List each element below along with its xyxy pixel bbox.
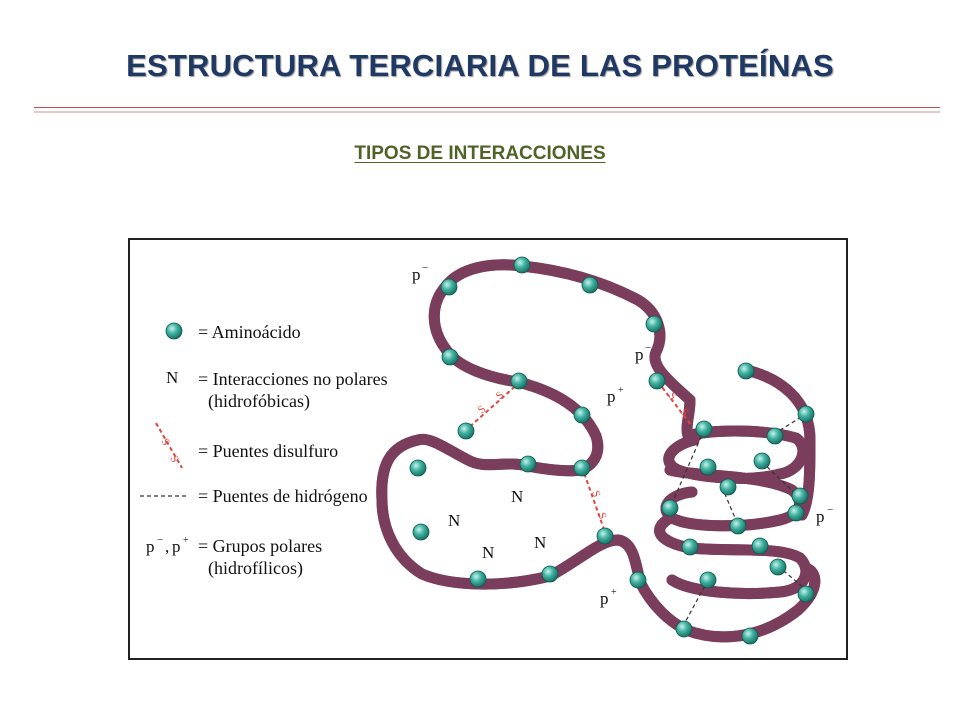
n-label: N xyxy=(511,487,523,506)
disulfide-bridge xyxy=(581,466,607,536)
n-label: N xyxy=(534,533,546,552)
n-label: N xyxy=(448,511,460,530)
s-label: S xyxy=(476,403,489,416)
amino-acid xyxy=(510,372,528,390)
s-label: S xyxy=(589,489,602,499)
slide-title: ESTRUCTURA TERCIARIA DE LAS PROTEÍNAS xyxy=(126,48,834,83)
subtitle: TIPOS DE INTERACCIONES xyxy=(354,143,606,164)
amino-acid xyxy=(675,620,693,638)
amino-acid xyxy=(513,256,531,274)
svg-text:p: p xyxy=(172,537,181,556)
amino-acid xyxy=(753,452,771,470)
legend-aminoacid-label: = Aminoácido xyxy=(198,322,301,342)
amino-acid xyxy=(648,372,666,390)
legend-polar-label-1: = Grupos polares xyxy=(198,536,322,556)
legend: = Aminoácido N = Interacciones no polare… xyxy=(140,322,388,579)
amino-acid xyxy=(469,570,487,588)
amino-acid xyxy=(787,504,805,522)
amino-acid xyxy=(596,527,614,545)
svg-text:−: − xyxy=(827,504,833,516)
amino-acids xyxy=(409,256,815,645)
legend-s-1: S xyxy=(158,437,171,448)
amino-acid xyxy=(737,362,755,380)
legend-s-2: S xyxy=(167,454,180,465)
legend-disulfide-icon: S S xyxy=(155,422,183,469)
n-label: N xyxy=(482,543,494,562)
amino-acid xyxy=(409,459,427,477)
title-divider xyxy=(34,107,940,108)
svg-text:+: + xyxy=(618,385,624,396)
amino-acid xyxy=(441,348,459,366)
hydrogen-bridge xyxy=(669,429,705,509)
amino-acid xyxy=(457,422,475,440)
amino-acid xyxy=(766,427,784,445)
polar-labels: p − p − p + p − p + xyxy=(412,262,833,608)
amino-acid xyxy=(412,523,430,541)
amino-acid xyxy=(645,315,663,333)
s-label: S xyxy=(595,511,608,521)
svg-text:p: p xyxy=(412,265,421,284)
nonpolar-labels: N N N N xyxy=(448,487,546,562)
hydrogen-bridge xyxy=(777,565,805,589)
polypeptide-chain xyxy=(382,265,815,637)
amino-acid xyxy=(729,517,747,535)
svg-text:p: p xyxy=(600,589,609,608)
svg-text:p: p xyxy=(816,507,825,526)
amino-acid xyxy=(661,499,679,517)
amino-acid xyxy=(699,571,717,589)
legend-aminoacid-icon xyxy=(165,322,183,340)
p-minus-label: p − xyxy=(635,342,651,364)
p-plus-label: p + xyxy=(600,587,617,608)
svg-text:−: − xyxy=(645,342,651,354)
amino-acid xyxy=(797,405,815,423)
svg-text:+: + xyxy=(611,587,617,598)
amino-acid xyxy=(519,455,537,473)
amino-acid xyxy=(791,487,809,505)
svg-text:−: − xyxy=(157,534,163,546)
p-plus-label: p + xyxy=(607,385,624,406)
amino-acid xyxy=(629,571,647,589)
protein-diagram-svg: = Aminoácido N = Interacciones no polare… xyxy=(140,256,833,645)
p-minus-label: p − xyxy=(816,504,833,526)
legend-hydrogen-label: = Puentes de hidrógeno xyxy=(198,486,368,506)
disulfide-bridge xyxy=(465,381,521,431)
amino-acid xyxy=(699,458,717,476)
amino-acid xyxy=(573,459,591,477)
legend-nonpolar-label-1: = Interacciones no polares xyxy=(198,369,388,389)
amino-acid xyxy=(681,538,699,556)
legend-n-symbol: N xyxy=(166,368,178,387)
amino-acid xyxy=(751,537,769,555)
svg-text:p: p xyxy=(607,387,616,406)
subtitle-container: TIPOS DE INTERACCIONES xyxy=(0,143,960,165)
amino-acid xyxy=(695,420,713,438)
s-label: S xyxy=(494,389,507,402)
amino-acid xyxy=(741,627,759,645)
amino-acid xyxy=(440,278,458,296)
svg-text:−: − xyxy=(422,262,428,274)
amino-acid xyxy=(573,406,591,424)
svg-text:p: p xyxy=(635,345,644,364)
hydrogen-bridge xyxy=(681,579,709,629)
amino-acid xyxy=(541,565,559,583)
svg-text:+: + xyxy=(183,535,189,546)
disulfide-bridges xyxy=(465,381,693,536)
amino-acid xyxy=(797,585,815,603)
legend-polar-symbol: p − , p + xyxy=(146,534,189,556)
svg-text:p: p xyxy=(146,537,155,556)
legend-nonpolar-label-2: (hidrofóbicas) xyxy=(208,391,310,412)
disulfide-bridge xyxy=(657,381,693,427)
amino-acid xyxy=(719,478,737,496)
legend-polar-label-2: (hidrofílicos) xyxy=(208,558,303,579)
amino-acid xyxy=(769,558,787,576)
amino-acid xyxy=(581,276,599,294)
p-minus-label: p − xyxy=(412,262,428,284)
svg-text:,: , xyxy=(165,537,169,556)
title-divider-shadow xyxy=(34,111,940,113)
legend-disulfide-label: = Puentes disulfuro xyxy=(198,441,338,461)
protein-diagram: = Aminoácido N = Interacciones no polare… xyxy=(128,238,848,660)
